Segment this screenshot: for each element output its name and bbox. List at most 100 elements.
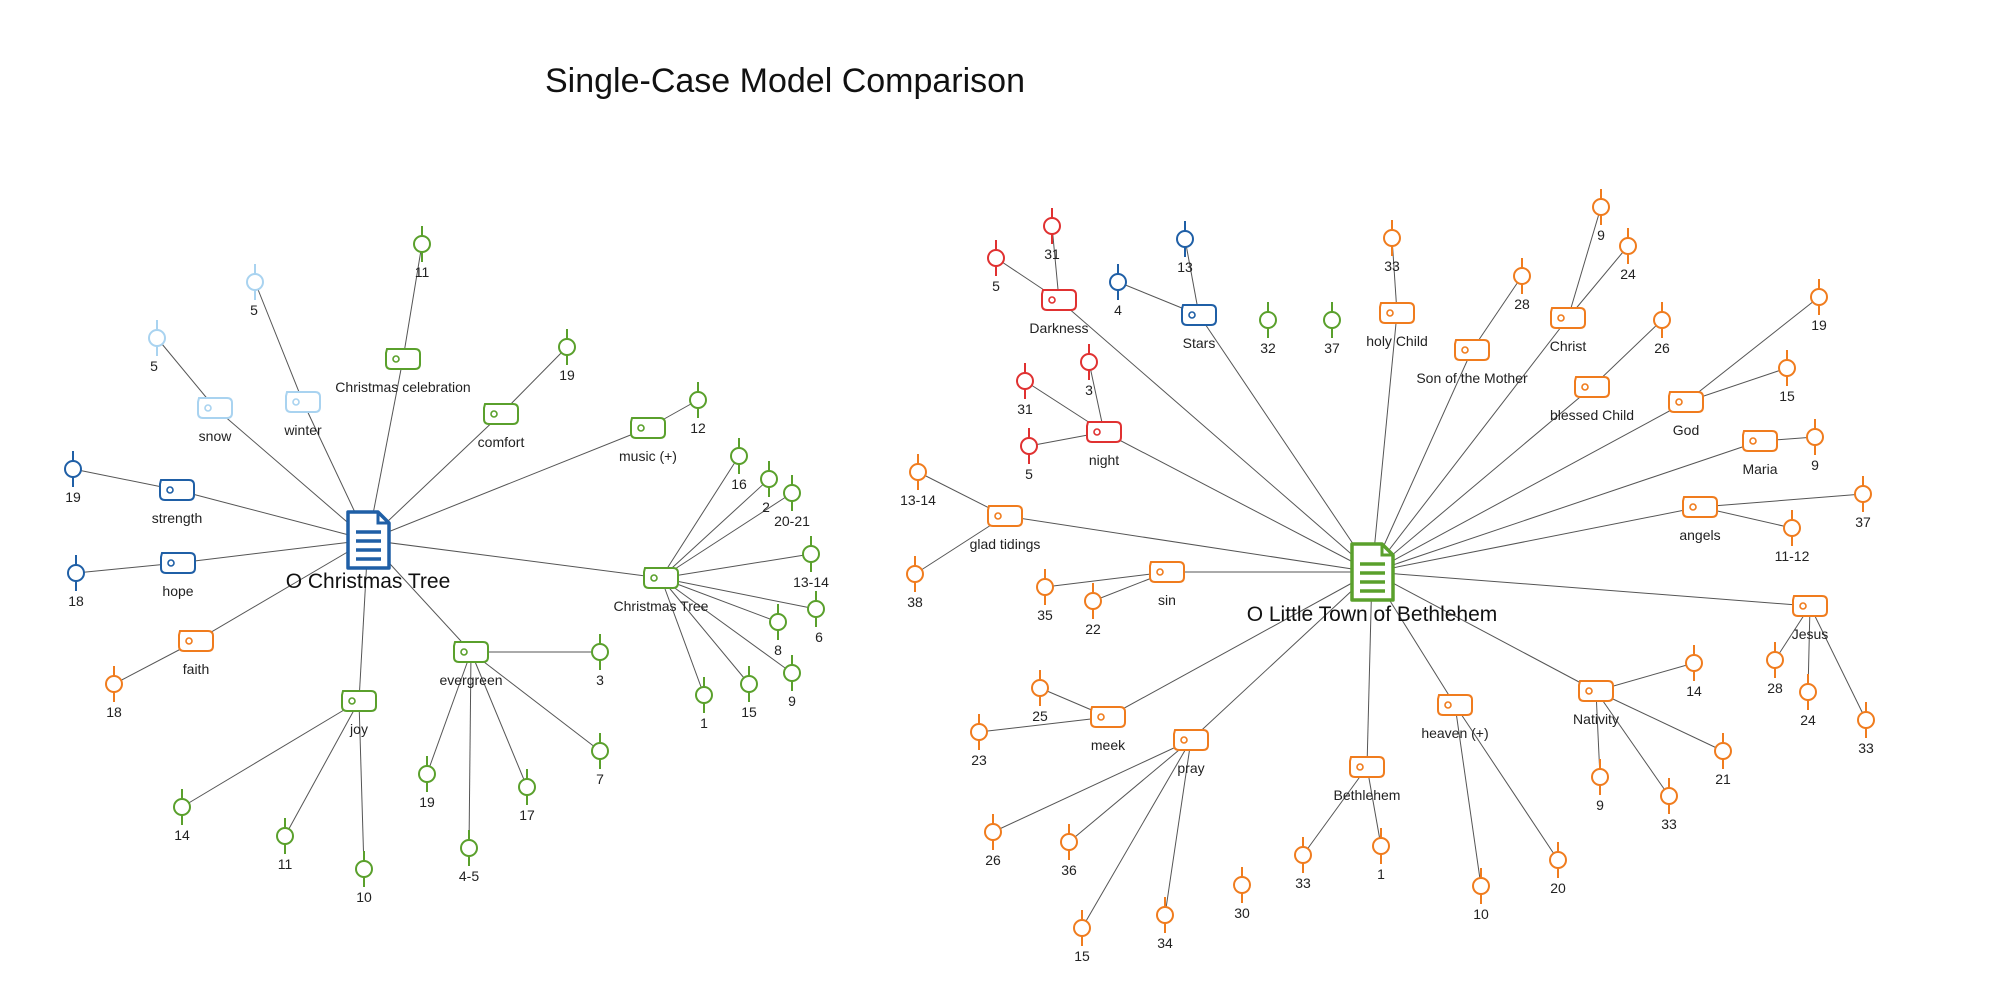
segment-pin-icon[interactable] xyxy=(689,382,707,418)
code-icon[interactable] xyxy=(453,641,489,663)
segment-pin-icon[interactable] xyxy=(64,451,82,487)
segment-pin-icon[interactable] xyxy=(1549,842,1567,878)
code-icon[interactable] xyxy=(1149,561,1185,583)
segment-pin-icon[interactable] xyxy=(1783,510,1801,546)
segment-pin-icon[interactable] xyxy=(67,555,85,591)
segment-pin-icon[interactable] xyxy=(1156,897,1174,933)
code-icon[interactable] xyxy=(1668,391,1704,413)
segment-label: 38 xyxy=(907,594,923,610)
segment-pin-icon[interactable] xyxy=(906,556,924,592)
code-icon[interactable] xyxy=(630,417,666,439)
segment-pin-icon[interactable] xyxy=(909,454,927,490)
segment-pin-icon[interactable] xyxy=(1176,221,1194,257)
segment-pin-icon[interactable] xyxy=(1020,428,1038,464)
segment-pin-icon[interactable] xyxy=(1294,837,1312,873)
segment-pin-icon[interactable] xyxy=(1016,363,1034,399)
code-icon[interactable] xyxy=(1086,421,1122,443)
segment-pin-icon[interactable] xyxy=(173,789,191,825)
segment-pin-icon[interactable] xyxy=(1472,868,1490,904)
code-icon[interactable] xyxy=(385,348,421,370)
segment-pin-icon[interactable] xyxy=(783,475,801,511)
code-icon[interactable] xyxy=(1379,302,1415,324)
segment-pin-icon[interactable] xyxy=(1653,302,1671,338)
segment-pin-icon[interactable] xyxy=(1080,344,1098,380)
segment-pin-icon[interactable] xyxy=(802,536,820,572)
segment-pin-icon[interactable] xyxy=(1592,189,1610,225)
segment-pin-icon[interactable] xyxy=(1685,645,1703,681)
code-icon[interactable] xyxy=(1792,595,1828,617)
segment-pin-icon[interactable] xyxy=(1043,208,1061,244)
segment-pin-icon[interactable] xyxy=(984,814,1002,850)
segment-pin-icon[interactable] xyxy=(760,461,778,497)
segment-pin-icon[interactable] xyxy=(1060,824,1078,860)
segment-pin-icon[interactable] xyxy=(518,769,536,805)
segment-pin-icon[interactable] xyxy=(695,677,713,713)
segment-pin-icon[interactable] xyxy=(730,438,748,474)
segment-pin-icon[interactable] xyxy=(1383,220,1401,256)
code-icon[interactable] xyxy=(1682,496,1718,518)
segment-pin-icon[interactable] xyxy=(1714,733,1732,769)
segment-pin-icon[interactable] xyxy=(1036,569,1054,605)
segment-pin-icon[interactable] xyxy=(558,329,576,365)
code-icon[interactable] xyxy=(1090,706,1126,728)
segment-pin-icon[interactable] xyxy=(148,320,166,356)
segment-pin-icon[interactable] xyxy=(970,714,988,750)
code-icon[interactable] xyxy=(643,567,679,589)
segment-pin-icon[interactable] xyxy=(1084,583,1102,619)
segment-pin-icon[interactable] xyxy=(1778,350,1796,386)
code-icon[interactable] xyxy=(160,552,196,574)
segment-pin-icon[interactable] xyxy=(1810,279,1828,315)
code-icon[interactable] xyxy=(1574,376,1610,398)
code-icon[interactable] xyxy=(1578,680,1614,702)
segment-pin-icon[interactable] xyxy=(276,818,294,854)
segment-pin-icon[interactable] xyxy=(460,830,478,866)
code-icon[interactable] xyxy=(1349,756,1385,778)
code-icon[interactable] xyxy=(197,397,233,419)
segment-pin-icon[interactable] xyxy=(1806,419,1824,455)
code-icon[interactable] xyxy=(285,391,321,413)
segment-pin-icon[interactable] xyxy=(1323,302,1341,338)
code-icon[interactable] xyxy=(341,690,377,712)
document-icon[interactable] xyxy=(346,510,391,570)
segment-pin-icon[interactable] xyxy=(1513,258,1531,294)
code-icon[interactable] xyxy=(1437,694,1473,716)
segment-pin-icon[interactable] xyxy=(1031,670,1049,706)
code-icon[interactable] xyxy=(1454,339,1490,361)
document-icon[interactable] xyxy=(1350,542,1395,602)
segment-pin-icon[interactable] xyxy=(987,240,1005,276)
segment-pin-icon[interactable] xyxy=(1857,702,1875,738)
code-label: Son of the Mother xyxy=(1416,370,1528,386)
segment-pin-icon[interactable] xyxy=(807,591,825,627)
segment-pin-icon[interactable] xyxy=(413,226,431,262)
segment-pin-icon[interactable] xyxy=(1660,778,1678,814)
code-icon[interactable] xyxy=(178,630,214,652)
segment-pin-icon[interactable] xyxy=(769,604,787,640)
segment-pin-icon[interactable] xyxy=(1799,674,1817,710)
segment-pin-icon[interactable] xyxy=(418,756,436,792)
segment-pin-icon[interactable] xyxy=(591,634,609,670)
segment-pin-icon[interactable] xyxy=(246,264,264,300)
segment-pin-icon[interactable] xyxy=(105,666,123,702)
code-icon[interactable] xyxy=(1173,729,1209,751)
segment-pin-icon[interactable] xyxy=(1372,828,1390,864)
segment-pin-icon[interactable] xyxy=(1619,228,1637,264)
code-icon[interactable] xyxy=(1181,304,1217,326)
segment-pin-icon[interactable] xyxy=(1233,867,1251,903)
code-icon[interactable] xyxy=(483,403,519,425)
segment-pin-icon[interactable] xyxy=(1259,302,1277,338)
segment-pin-icon[interactable] xyxy=(1766,642,1784,678)
code-icon[interactable] xyxy=(159,479,195,501)
segment-pin-icon[interactable] xyxy=(1591,759,1609,795)
code-icon[interactable] xyxy=(1550,307,1586,329)
segment-pin-icon[interactable] xyxy=(740,666,758,702)
segment-pin-icon[interactable] xyxy=(355,851,373,887)
segment-pin-icon[interactable] xyxy=(591,733,609,769)
code-icon[interactable] xyxy=(1742,430,1778,452)
segment-pin-icon[interactable] xyxy=(1109,264,1127,300)
segment-pin-icon[interactable] xyxy=(1073,910,1091,946)
code-icon[interactable] xyxy=(1041,289,1077,311)
code-icon[interactable] xyxy=(987,505,1023,527)
segment-pin-icon[interactable] xyxy=(1854,476,1872,512)
segment-pin-icon[interactable] xyxy=(783,655,801,691)
